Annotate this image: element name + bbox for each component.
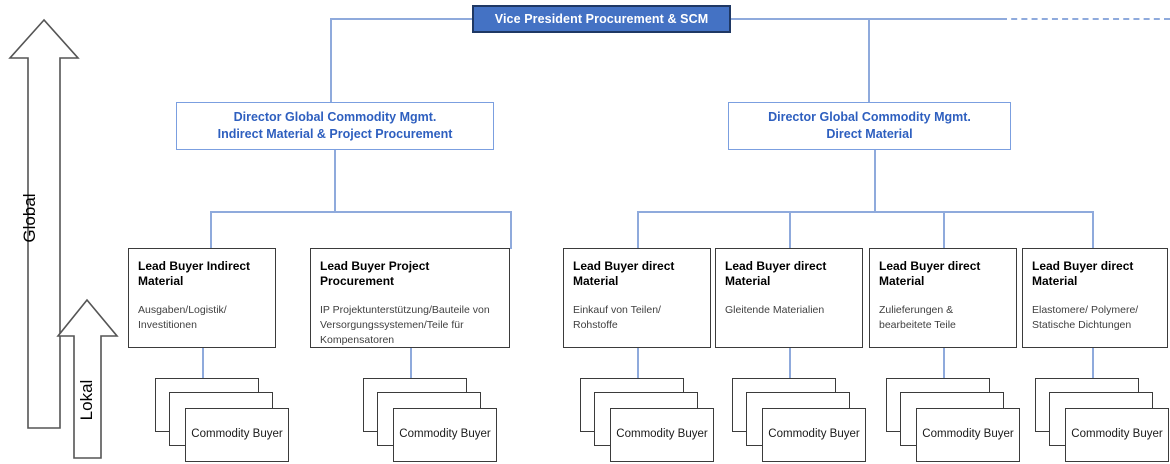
commodity-buyer-stack-1[interactable]: Commodity Buyer [155,378,289,462]
connector-director2-branch-3 [943,211,945,249]
lead-buyer-desc: Einkauf von Teilen/ Rohstoffe [573,303,661,331]
commodity-buyer-card-front[interactable]: Commodity Buyer [1065,408,1169,462]
director-1-line-1: Director Global Commodity Mgmt. [233,110,437,125]
lead-buyer-title: Lead Buyer Indirect Material [138,259,251,289]
lead-buyer-box-direct-material-4[interactable]: Lead Buyer direct Material Elastomere/ P… [1022,248,1168,348]
connector-vp-to-director-1 [330,18,332,110]
connector-director1-branch-2 [510,211,512,249]
director-box-indirect[interactable]: Director Global Commodity Mgmt. Indirect… [176,102,494,150]
connector-director2-branch-1 [637,211,639,249]
connector-vp-to-director-2 [868,18,870,110]
axis-label-lokal: Lokal [77,379,96,421]
connector-vp-left [330,18,472,20]
connector-lead-to-commodity-1 [202,348,204,380]
lokal-scope-arrow [56,298,119,459]
commodity-buyer-stack-4[interactable]: Commodity Buyer [732,378,866,462]
connector-vp-right [731,18,1001,20]
commodity-buyer-stack-5[interactable]: Commodity Buyer [886,378,1020,462]
connector-lead-to-commodity-3 [637,348,639,380]
lead-buyer-box-indirect-material[interactable]: Lead Buyer Indirect Material Ausgaben/Lo… [128,248,276,348]
lead-buyer-box-direct-material-1[interactable]: Lead Buyer direct Material Einkauf von T… [563,248,711,348]
vp-procurement-box[interactable]: Vice President Procurement & SCM [472,5,731,33]
connector-director2-drop [874,150,876,212]
connector-director1-drop [334,150,336,212]
lead-buyer-title: Lead Buyer direct Material [573,259,675,289]
commodity-buyer-stack-2[interactable]: Commodity Buyer [363,378,497,462]
lead-buyer-box-direct-material-3[interactable]: Lead Buyer direct Material Zulieferungen… [869,248,1017,348]
connector-director2-branch-2 [789,211,791,249]
commodity-buyer-card-front[interactable]: Commodity Buyer [916,408,1020,462]
lead-buyer-title: Lead Buyer direct Material [725,259,827,289]
lead-buyer-desc: Ausgaben/Logistik/ Investitionen [138,303,227,331]
connector-director1-branch-1 [210,211,212,249]
connector-lead-to-commodity-5 [943,348,945,380]
lead-buyer-desc: Elastomere/ Polymere/ Statische Dichtung… [1032,303,1139,331]
lead-buyer-box-project-procurement[interactable]: Lead Buyer Project Procurement IP Projek… [310,248,510,348]
connector-lead-to-commodity-4 [789,348,791,380]
lead-buyer-title: Lead Buyer Project Procurement [320,259,430,289]
connector-lead-to-commodity-6 [1092,348,1094,380]
commodity-buyer-card-front[interactable]: Commodity Buyer [393,408,497,462]
director-2-line-1: Director Global Commodity Mgmt. [768,110,971,125]
axis-label-global: Global [20,193,39,243]
commodity-buyer-card-front[interactable]: Commodity Buyer [185,408,289,462]
lead-buyer-title: Lead Buyer direct Material [1032,259,1134,289]
director-1-line-2: Indirect Material & Project Procurement [217,127,453,141]
connector-director1-bus [210,211,512,213]
connector-director2-bus [637,211,1092,213]
global-scope-arrow [8,18,80,429]
lead-buyer-title: Lead Buyer direct Material [879,259,981,289]
connector-vp-right-dashed [1001,18,1170,20]
lead-buyer-desc: Gleitende Materialien [725,303,825,316]
lead-buyer-desc: IP Projektunterstützung/Bauteile von Ver… [320,303,490,346]
director-2-line-2: Direct Material [826,127,913,141]
lead-buyer-box-direct-material-2[interactable]: Lead Buyer direct Material Gleitende Mat… [715,248,863,348]
commodity-buyer-stack-6[interactable]: Commodity Buyer [1035,378,1169,462]
commodity-buyer-stack-3[interactable]: Commodity Buyer [580,378,714,462]
commodity-buyer-card-front[interactable]: Commodity Buyer [610,408,714,462]
commodity-buyer-card-front[interactable]: Commodity Buyer [762,408,866,462]
connector-lead-to-commodity-2 [410,348,412,380]
lead-buyer-desc: Zulieferungen & bearbeitete Teile [879,303,956,331]
connector-director2-branch-4 [1092,211,1094,249]
director-box-direct[interactable]: Director Global Commodity Mgmt. Direct M… [728,102,1011,150]
scope-axis-group [8,18,119,459]
